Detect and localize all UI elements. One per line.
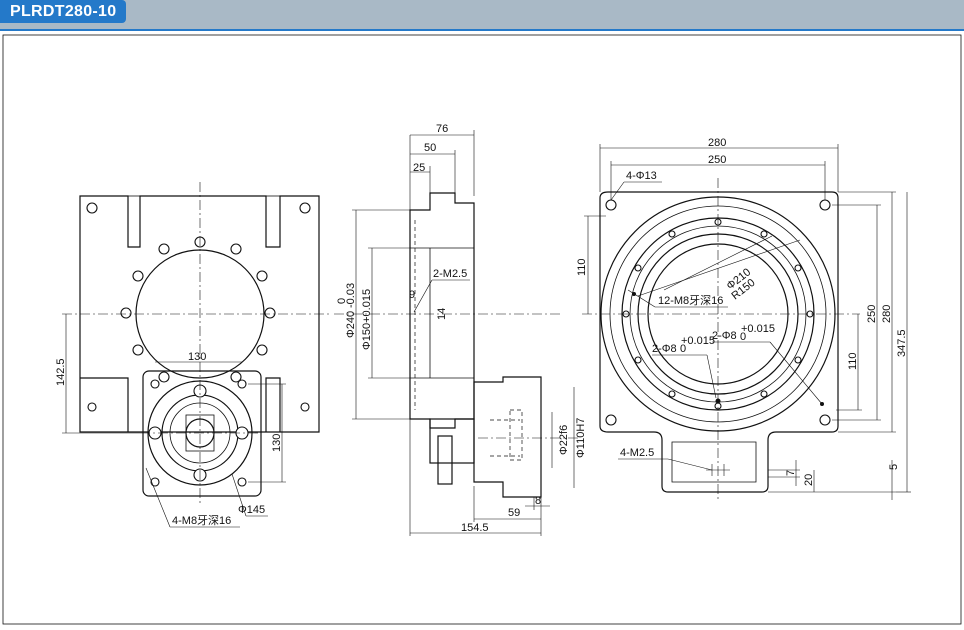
mount-hole — [299, 202, 311, 214]
tap-4-m8: 4-M8牙深16 — [172, 514, 231, 527]
motor-flange — [142, 370, 262, 497]
pin-tol-lo-left: 0 — [680, 343, 686, 355]
dim-phi110: Φ110H7 — [575, 418, 587, 458]
pin-tol-up-left: +0.015 — [681, 335, 715, 347]
technical-drawing: 142.5 130 130 Φ145 4-M8牙深16 — [2, 34, 962, 625]
dim-59: 59 — [508, 507, 520, 519]
dim-110-left: 110 — [576, 258, 588, 276]
pin-2-phi8-right: 2-Φ8 — [712, 330, 737, 342]
bolt-circle — [120, 236, 276, 383]
title-bar — [0, 0, 964, 30]
dim-9: 9 — [409, 289, 415, 301]
pin-tol-lo-right: 0 — [740, 331, 746, 343]
title-underline — [0, 29, 964, 31]
model-title: PLRDT280-10 — [0, 0, 127, 23]
dim-50: 50 — [424, 142, 436, 154]
dim-76: 76 — [436, 123, 448, 135]
mount-hole-13 — [819, 414, 831, 426]
dim-142-5: 142.5 — [55, 358, 67, 386]
mount-hole-13 — [819, 199, 831, 211]
dim-20: 20 — [803, 474, 815, 486]
side-view: 76 50 25 Φ240 0 -0.03 Φ150+0.015 9 14 2-… — [334, 123, 587, 536]
tap-4-m2-5: 4-M2.5 — [620, 447, 654, 459]
dim-7: 7 — [785, 470, 797, 476]
dim-phi240-lower: -0.03 — [345, 283, 357, 308]
dim-280-v: 280 — [881, 305, 893, 323]
dim-8: 8 — [535, 495, 541, 507]
dim-280: 280 — [708, 137, 726, 149]
dim-130-h: 130 — [188, 351, 206, 363]
dim-14: 14 — [436, 308, 448, 320]
holes-4-phi13: 4-Φ13 — [626, 170, 657, 182]
tap-2-m2-5: 2-M2.5 — [433, 268, 467, 280]
side-boss — [437, 435, 453, 485]
motor-adaptor — [473, 376, 542, 498]
dim-110-right: 110 — [847, 352, 859, 370]
dim-250-v: 250 — [866, 305, 878, 323]
drawing-frame — [2, 34, 962, 625]
dim-phi145: Φ145 — [238, 504, 265, 516]
dim-5: 5 — [888, 464, 900, 470]
top-view: 280 250 4-Φ13 110 110 250 280 347.5 Φ210… — [576, 137, 911, 500]
dim-phi22: Φ22f6 — [558, 425, 570, 455]
dim-347-5: 347.5 — [896, 329, 908, 357]
dim-25: 25 — [413, 162, 425, 174]
mount-hole — [87, 402, 97, 412]
dim-phi150: Φ150+0.015 — [361, 289, 373, 350]
pin-2-phi8-left: 2-Φ8 — [652, 343, 677, 355]
dim-130-v: 130 — [271, 434, 283, 452]
dim-phi240: Φ240 — [345, 311, 357, 338]
mount-hole-13 — [605, 199, 617, 211]
mount-hole — [300, 402, 310, 412]
mount-hole-13 — [605, 414, 617, 426]
dim-phi240-upper: 0 — [336, 298, 348, 304]
front-view: 142.5 130 130 Φ145 4-M8牙深16 — [55, 182, 330, 528]
dim-250: 250 — [708, 154, 726, 166]
top-body-outline — [599, 191, 839, 493]
mount-hole — [86, 202, 98, 214]
dim-154-5: 154.5 — [461, 522, 489, 534]
pin-tol-up-right: +0.015 — [741, 323, 775, 335]
tap-12-m8: 12-M8牙深16 — [658, 294, 723, 307]
